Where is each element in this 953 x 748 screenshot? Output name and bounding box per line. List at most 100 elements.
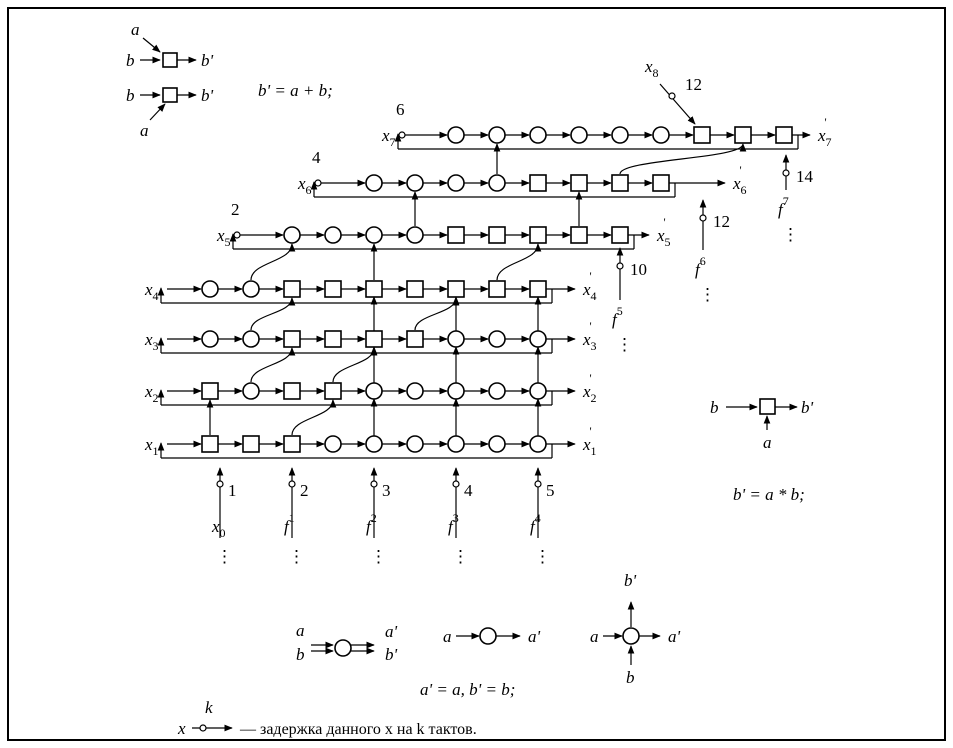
delay-number: 2: [231, 200, 240, 219]
dl3-ap: a': [668, 627, 681, 646]
ellipsis: ⋮: [370, 547, 387, 566]
multiplier-square: [775, 126, 793, 144]
delay-circle: [652, 126, 670, 144]
row-output-label: x4': [582, 269, 597, 303]
delay-circle: [406, 174, 424, 192]
mul-b: b: [710, 398, 719, 417]
ellipsis: ⋮: [452, 547, 469, 566]
frame-border: [7, 7, 946, 741]
delay-dot-icon: [534, 480, 542, 488]
delay-number: 6: [396, 100, 405, 119]
delay-circle: [488, 126, 506, 144]
mul-square: [759, 398, 776, 415]
multiplier-square: [324, 382, 342, 400]
multiplier-square: [447, 280, 465, 298]
adder-legend: a b b' b b' a b' = a + b;: [126, 20, 333, 140]
delay-circle: [529, 126, 547, 144]
delay-dot-icon: [288, 480, 296, 488]
delay-circle-4: [622, 627, 640, 645]
delay-circle: [447, 126, 465, 144]
input-number: 1: [228, 481, 237, 500]
row-input-label: x3: [144, 330, 159, 353]
connector: [496, 243, 542, 281]
delay-circle: [529, 435, 547, 453]
input-number: 4: [464, 481, 473, 500]
delay-circle: [365, 226, 383, 244]
delay-circle: [447, 382, 465, 400]
ellipsis: ⋮: [288, 547, 305, 566]
row-output-label: x7': [817, 115, 832, 149]
delay-circle: [242, 330, 260, 348]
input-number: 14: [796, 167, 814, 186]
connector: [659, 83, 696, 125]
legend-a-top: a: [131, 20, 140, 39]
connector: [250, 297, 296, 331]
multiplier-square: [283, 330, 301, 348]
input-label: x0: [211, 517, 226, 540]
delay-dot-icon: [452, 480, 460, 488]
delay-dot-icon: [314, 179, 322, 187]
delay-circle: [406, 435, 424, 453]
delay-circle: [488, 382, 506, 400]
delay-circle: [365, 435, 383, 453]
dl-a: a: [296, 621, 305, 640]
mul-a: a: [763, 433, 772, 452]
delay-circle-1: [479, 627, 497, 645]
row-input-label: x2: [144, 382, 159, 405]
multiplier-square: [488, 226, 506, 244]
delay-legend: a b a' b' a a' a a' b' b a' = a, b' = b;…: [177, 571, 681, 738]
delay-circle: [447, 330, 465, 348]
delay-circle: [201, 280, 219, 298]
row-input-label: x5: [216, 226, 231, 249]
multiplier-square: [693, 126, 711, 144]
ellipsis: ⋮: [216, 547, 233, 566]
dl3-a: a: [590, 627, 599, 646]
row-output-label: x6': [732, 163, 747, 197]
delay-caption: — задержка данного x на k тактов.: [239, 721, 477, 738]
multiplier-square: [570, 226, 588, 244]
row-output-label: x2': [582, 371, 597, 405]
delay-dot-icon: [233, 231, 241, 239]
delay-dot-icon: [616, 262, 624, 270]
connector: [291, 399, 337, 436]
input-number: 3: [382, 481, 391, 500]
delay-dot-icon: [216, 480, 224, 488]
ellipsis: ⋮: [782, 225, 799, 244]
row-input-label: x1: [144, 435, 159, 458]
legend-bp-1: b': [201, 51, 214, 70]
connector: [250, 243, 296, 281]
input-label: f4: [530, 511, 541, 536]
ellipsis: ⋮: [616, 335, 633, 354]
multiplier-square: [488, 280, 506, 298]
multiplier-square: [283, 280, 301, 298]
input-number: 10: [630, 260, 647, 279]
dl-ap: a': [385, 622, 398, 641]
row-output-label: x5': [656, 215, 671, 249]
delay-circle: [570, 126, 588, 144]
delay-circle: [529, 330, 547, 348]
delay-circle: [324, 435, 342, 453]
row-input-label: x4: [144, 280, 159, 303]
multiplier-square: [406, 280, 424, 298]
adder-square-2: [162, 87, 178, 103]
delay-circle: [242, 280, 260, 298]
delay-circle: [365, 174, 383, 192]
delay-dot-icon: [199, 724, 207, 732]
delay-circle: [447, 174, 465, 192]
row-output-label: x3': [582, 319, 597, 353]
delay-circle: [447, 435, 465, 453]
input-number: 5: [546, 481, 555, 500]
multiplier-square: [734, 126, 752, 144]
multiplier-equation: b' = a * b;: [733, 485, 805, 504]
multiplier-square: [529, 280, 547, 298]
row-output-label: x1': [582, 424, 597, 458]
delay-circle: [365, 382, 383, 400]
multiplier-square: [611, 226, 629, 244]
multiplier-square: [529, 226, 547, 244]
legend-b-1: b: [126, 51, 135, 70]
connector: [250, 347, 296, 383]
legend-a-bottom: a: [140, 121, 149, 140]
multiplier-square: [529, 174, 547, 192]
multiplier-square: [283, 435, 301, 453]
